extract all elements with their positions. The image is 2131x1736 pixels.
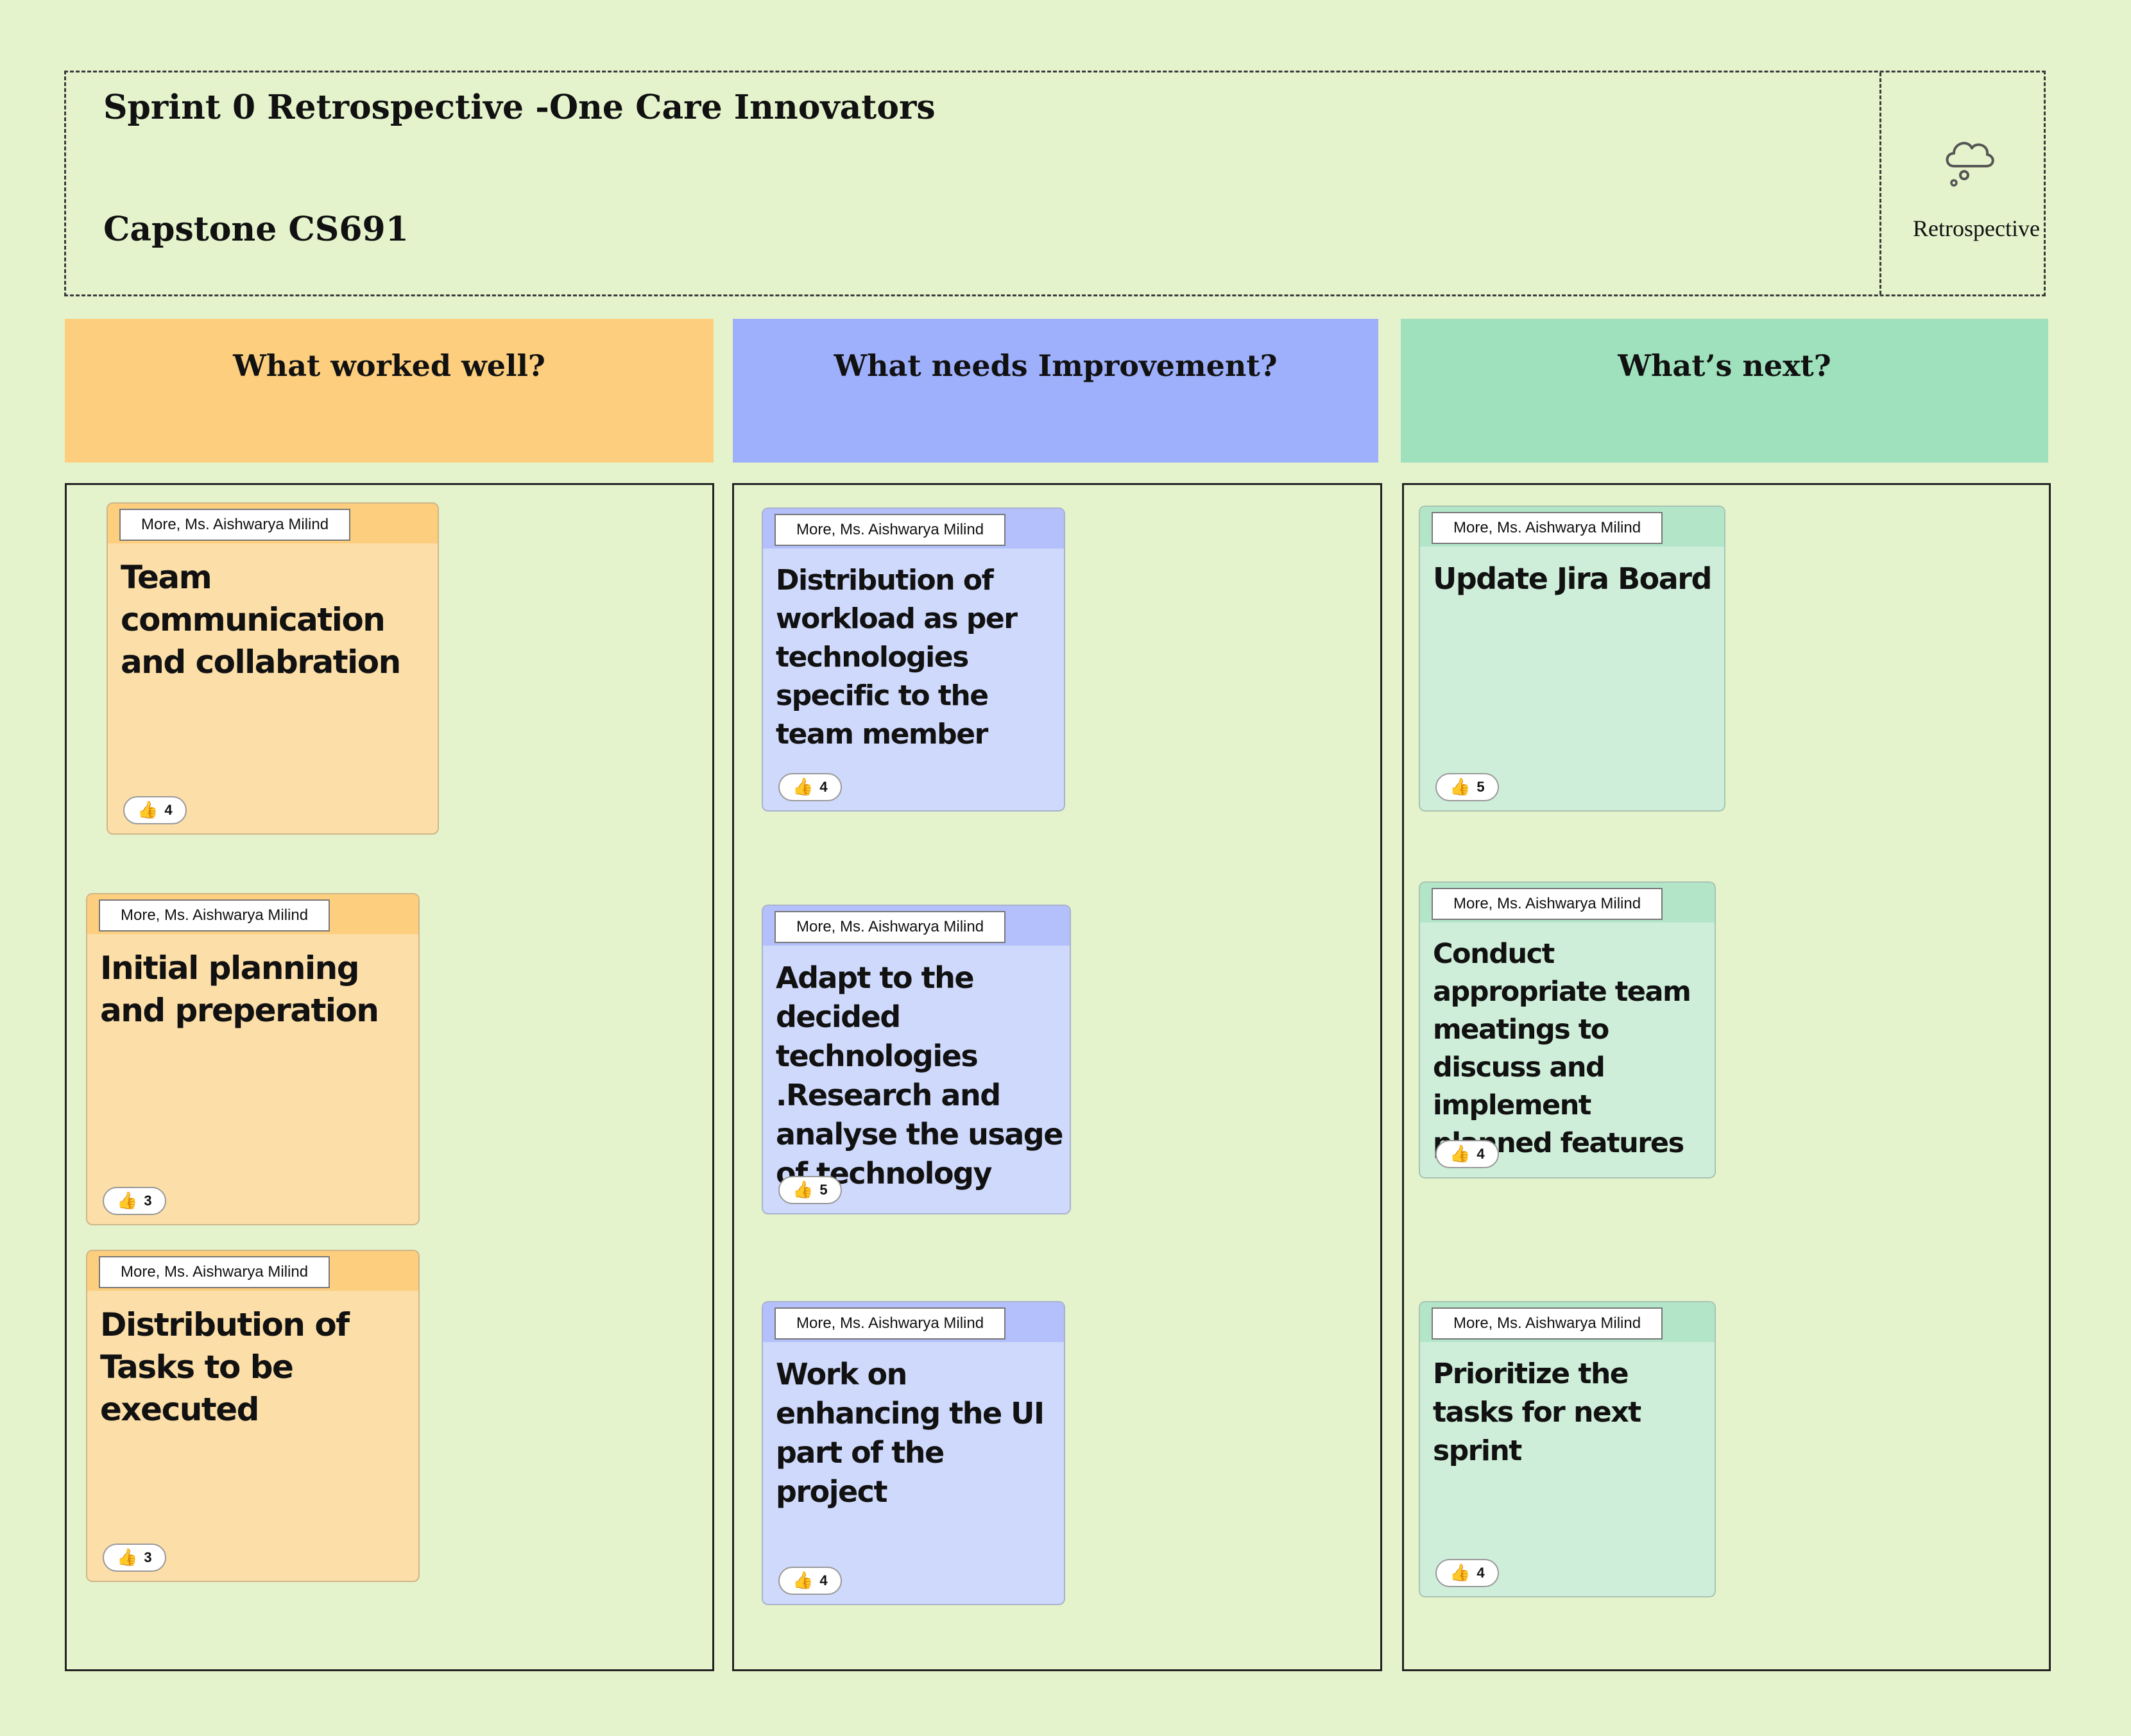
board-header-frame[interactable]: Sprint 0 Retrospective -One Care Innovat… <box>64 71 2046 296</box>
header-divider <box>1879 72 1881 294</box>
sticky-note[interactable]: More, Ms. Aishwarya Milind Adapt to the … <box>762 905 1071 1214</box>
author-tag: More, Ms. Aishwarya Milind <box>99 1256 330 1288</box>
thumbs-up-icon: 👍 <box>117 1191 138 1211</box>
sticky-note-text[interactable]: Initial planning and preperation <box>100 949 379 1029</box>
sticky-note[interactable]: More, Ms. Aishwarya Milind Prioritize th… <box>1419 1301 1716 1597</box>
author-tag: More, Ms. Aishwarya Milind <box>1432 512 1663 544</box>
vote-count: 4 <box>1476 1565 1485 1581</box>
sticky-note[interactable]: More, Ms. Aishwarya Milind Work on enhan… <box>762 1301 1065 1605</box>
template-label: Retrospective <box>1913 216 2040 241</box>
vote-count: 3 <box>144 1549 152 1565</box>
vote-badge[interactable]: 👍 4 <box>778 1567 842 1595</box>
sticky-note[interactable]: More, Ms. Aishwarya Milind Team communic… <box>107 502 439 835</box>
thumbs-up-icon: 👍 <box>1450 1145 1471 1164</box>
vote-count: 4 <box>164 802 173 818</box>
sticky-note[interactable]: More, Ms. Aishwarya Milind Update Jira B… <box>1419 506 1725 812</box>
vote-count: 5 <box>819 1182 828 1198</box>
thumbs-up-icon: 👍 <box>792 1180 814 1200</box>
sticky-note[interactable]: More, Ms. Aishwarya Milind Distribution … <box>762 507 1065 812</box>
author-tag: More, Ms. Aishwarya Milind <box>1432 1307 1663 1340</box>
vote-count: 3 <box>144 1193 152 1209</box>
vote-badge[interactable]: 👍 3 <box>103 1187 166 1215</box>
thumbs-up-icon: 👍 <box>117 1548 138 1567</box>
vote-count: 4 <box>819 1572 828 1588</box>
sticky-note[interactable]: More, Ms. Aishwarya Milind Initial plann… <box>86 893 420 1225</box>
sticky-note-text[interactable]: Team communication and collabration <box>121 559 401 681</box>
thumbs-up-icon: 👍 <box>792 1571 814 1590</box>
column-header-whats-next[interactable]: What’s next? <box>1401 319 2048 463</box>
thumbs-up-icon: 👍 <box>1450 1563 1471 1583</box>
vote-badge[interactable]: 👍 5 <box>1435 773 1499 801</box>
thumbs-up-icon: 👍 <box>137 801 158 820</box>
sticky-note-text[interactable]: Conduct appropriate team meatings to dis… <box>1433 938 1691 1159</box>
vote-count: 5 <box>1476 779 1485 795</box>
vote-badge[interactable]: 👍 4 <box>1435 1559 1499 1587</box>
board-subtitle[interactable]: Capstone CS691 <box>103 210 409 249</box>
vote-badge[interactable]: 👍 4 <box>123 796 187 824</box>
column-area-worked-well <box>65 483 714 1671</box>
thought-cloud-icon <box>1946 142 1994 187</box>
column-title: What needs Improvement? <box>834 348 1278 383</box>
sticky-note[interactable]: More, Ms. Aishwarya Milind Conduct appro… <box>1419 881 1716 1179</box>
vote-count: 4 <box>819 779 828 795</box>
vote-badge[interactable]: 👍 3 <box>103 1544 166 1572</box>
vote-badge[interactable]: 👍 4 <box>1435 1140 1499 1168</box>
author-tag: More, Ms. Aishwarya Milind <box>775 1307 1006 1340</box>
sticky-note-text[interactable]: Distribution of workload as per technolo… <box>776 564 1018 751</box>
author-tag: More, Ms. Aishwarya Milind <box>119 509 351 541</box>
sticky-note[interactable]: More, Ms. Aishwarya Milind Distribution … <box>86 1250 420 1582</box>
board-title[interactable]: Sprint 0 Retrospective -One Care Innovat… <box>103 88 936 127</box>
sticky-note-text[interactable]: Prioritize the tasks for next sprint <box>1433 1357 1641 1467</box>
vote-count: 4 <box>1476 1146 1485 1162</box>
author-tag: More, Ms. Aishwarya Milind <box>775 514 1006 546</box>
column-title: What’s next? <box>1618 348 1831 383</box>
sticky-note-text[interactable]: Work on enhancing the UI part of the pro… <box>776 1357 1045 1509</box>
thumbs-up-icon: 👍 <box>792 778 814 797</box>
vote-badge[interactable]: 👍 4 <box>778 773 842 801</box>
sticky-note-text[interactable]: Adapt to the decided technologies .Resea… <box>776 960 1063 1191</box>
sticky-note-text[interactable]: Update Jira Board <box>1433 561 1712 596</box>
column-area-needs-improvement <box>732 483 1382 1671</box>
author-tag: More, Ms. Aishwarya Milind <box>1432 888 1663 920</box>
vote-badge[interactable]: 👍 5 <box>778 1176 842 1204</box>
thumbs-up-icon: 👍 <box>1450 778 1471 797</box>
sticky-note-text[interactable]: Distribution of Tasks to be executed <box>100 1306 350 1428</box>
column-title: What worked well? <box>233 348 545 383</box>
column-header-worked-well[interactable]: What worked well? <box>65 319 714 463</box>
author-tag: More, Ms. Aishwarya Milind <box>775 911 1006 943</box>
column-header-needs-improvement[interactable]: What needs Improvement? <box>733 319 1378 463</box>
author-tag: More, Ms. Aishwarya Milind <box>99 899 330 932</box>
column-area-whats-next <box>1402 483 2051 1671</box>
